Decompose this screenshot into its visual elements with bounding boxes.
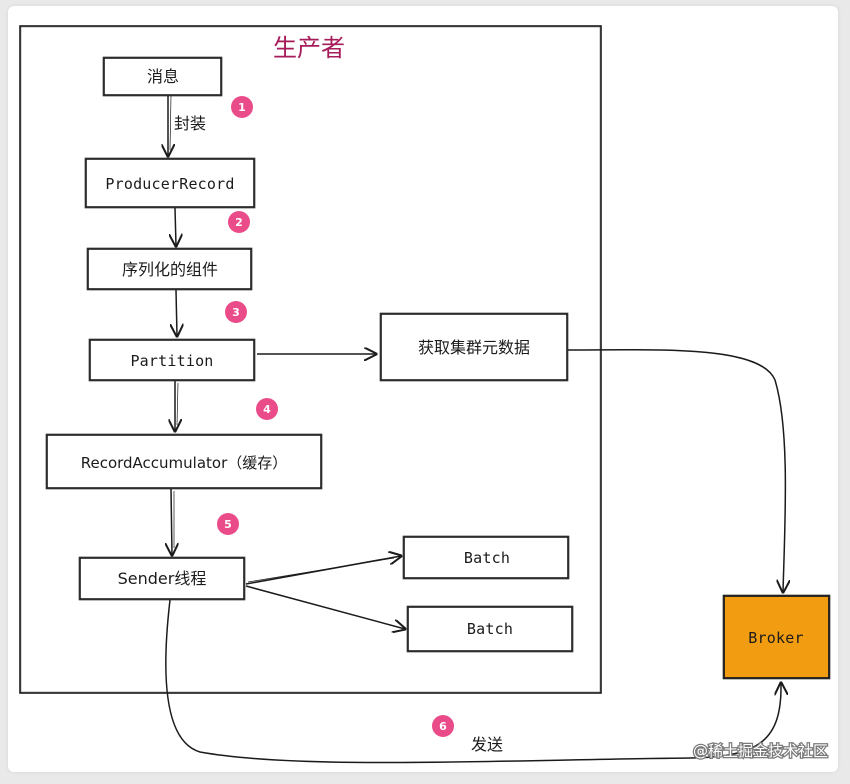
step-badge-5: 5: [217, 513, 239, 535]
node-batch-1: Batch: [402, 535, 570, 580]
edge-sender-to-broker: [165, 599, 781, 764]
node-partition: Partition: [88, 338, 256, 382]
svg-text:2: 2: [235, 216, 243, 229]
node-batch-1-label: Batch: [464, 549, 510, 567]
producer-title: 生产者: [273, 34, 345, 62]
producer-container: 生产者: [19, 25, 602, 694]
edge-partition-to-accumulator-sketch: [176, 382, 179, 426]
node-accumulator: RecordAccumulator（缓存）: [45, 433, 323, 490]
node-metadata: 获取集群元数据: [379, 312, 569, 382]
edge-serializer-to-partition: [176, 289, 177, 336]
node-metadata-label: 获取集群元数据: [418, 338, 530, 357]
edge-label-send: 发送: [471, 735, 503, 754]
node-batch-2: Batch: [406, 605, 574, 653]
node-broker: Broker: [722, 594, 831, 680]
node-sender-label: Sender线程: [118, 569, 207, 588]
edge-accumulator-to-sender: [171, 488, 172, 555]
svg-text:3: 3: [232, 306, 240, 319]
step-badge-4: 4: [256, 398, 278, 420]
edge-sender-to-batch-1-sketch: [247, 557, 395, 583]
node-broker-label: Broker: [748, 629, 803, 647]
step-badge-3: 3: [225, 301, 247, 323]
node-message-label: 消息: [147, 67, 179, 86]
node-accumulator-label: RecordAccumulator（缓存）: [81, 454, 288, 472]
edge-metadata-to-broker: [567, 349, 785, 592]
node-sender: Sender线程: [78, 556, 246, 601]
svg-text:6: 6: [439, 720, 447, 733]
node-producer-record-label: ProducerRecord: [105, 175, 234, 193]
node-serializer-label: 序列化的组件: [122, 260, 218, 279]
svg-text:5: 5: [224, 518, 232, 531]
node-partition-label: Partition: [130, 352, 213, 370]
step-badge-6: 6: [432, 715, 454, 737]
node-serializer: 序列化的组件: [86, 247, 253, 291]
edge-record-to-serializer: [175, 207, 176, 246]
svg-text:1: 1: [238, 101, 246, 114]
edges: [165, 95, 786, 764]
edge-label-wrap: 封装: [174, 114, 206, 133]
node-producer-record: ProducerRecord: [84, 157, 256, 209]
edge-sender-to-batch-2: [245, 585, 405, 629]
edge-sender-to-batch-1: [245, 556, 401, 585]
watermark: @稀土掘金技术社区: [693, 742, 828, 760]
node-batch-2-label: Batch: [467, 620, 513, 638]
step-badge-1: 1: [231, 96, 253, 118]
edge-message-to-record-sketch: [169, 95, 172, 151]
step-badge-2: 2: [228, 211, 250, 233]
svg-text:4: 4: [263, 403, 271, 416]
node-message: 消息: [102, 56, 223, 97]
